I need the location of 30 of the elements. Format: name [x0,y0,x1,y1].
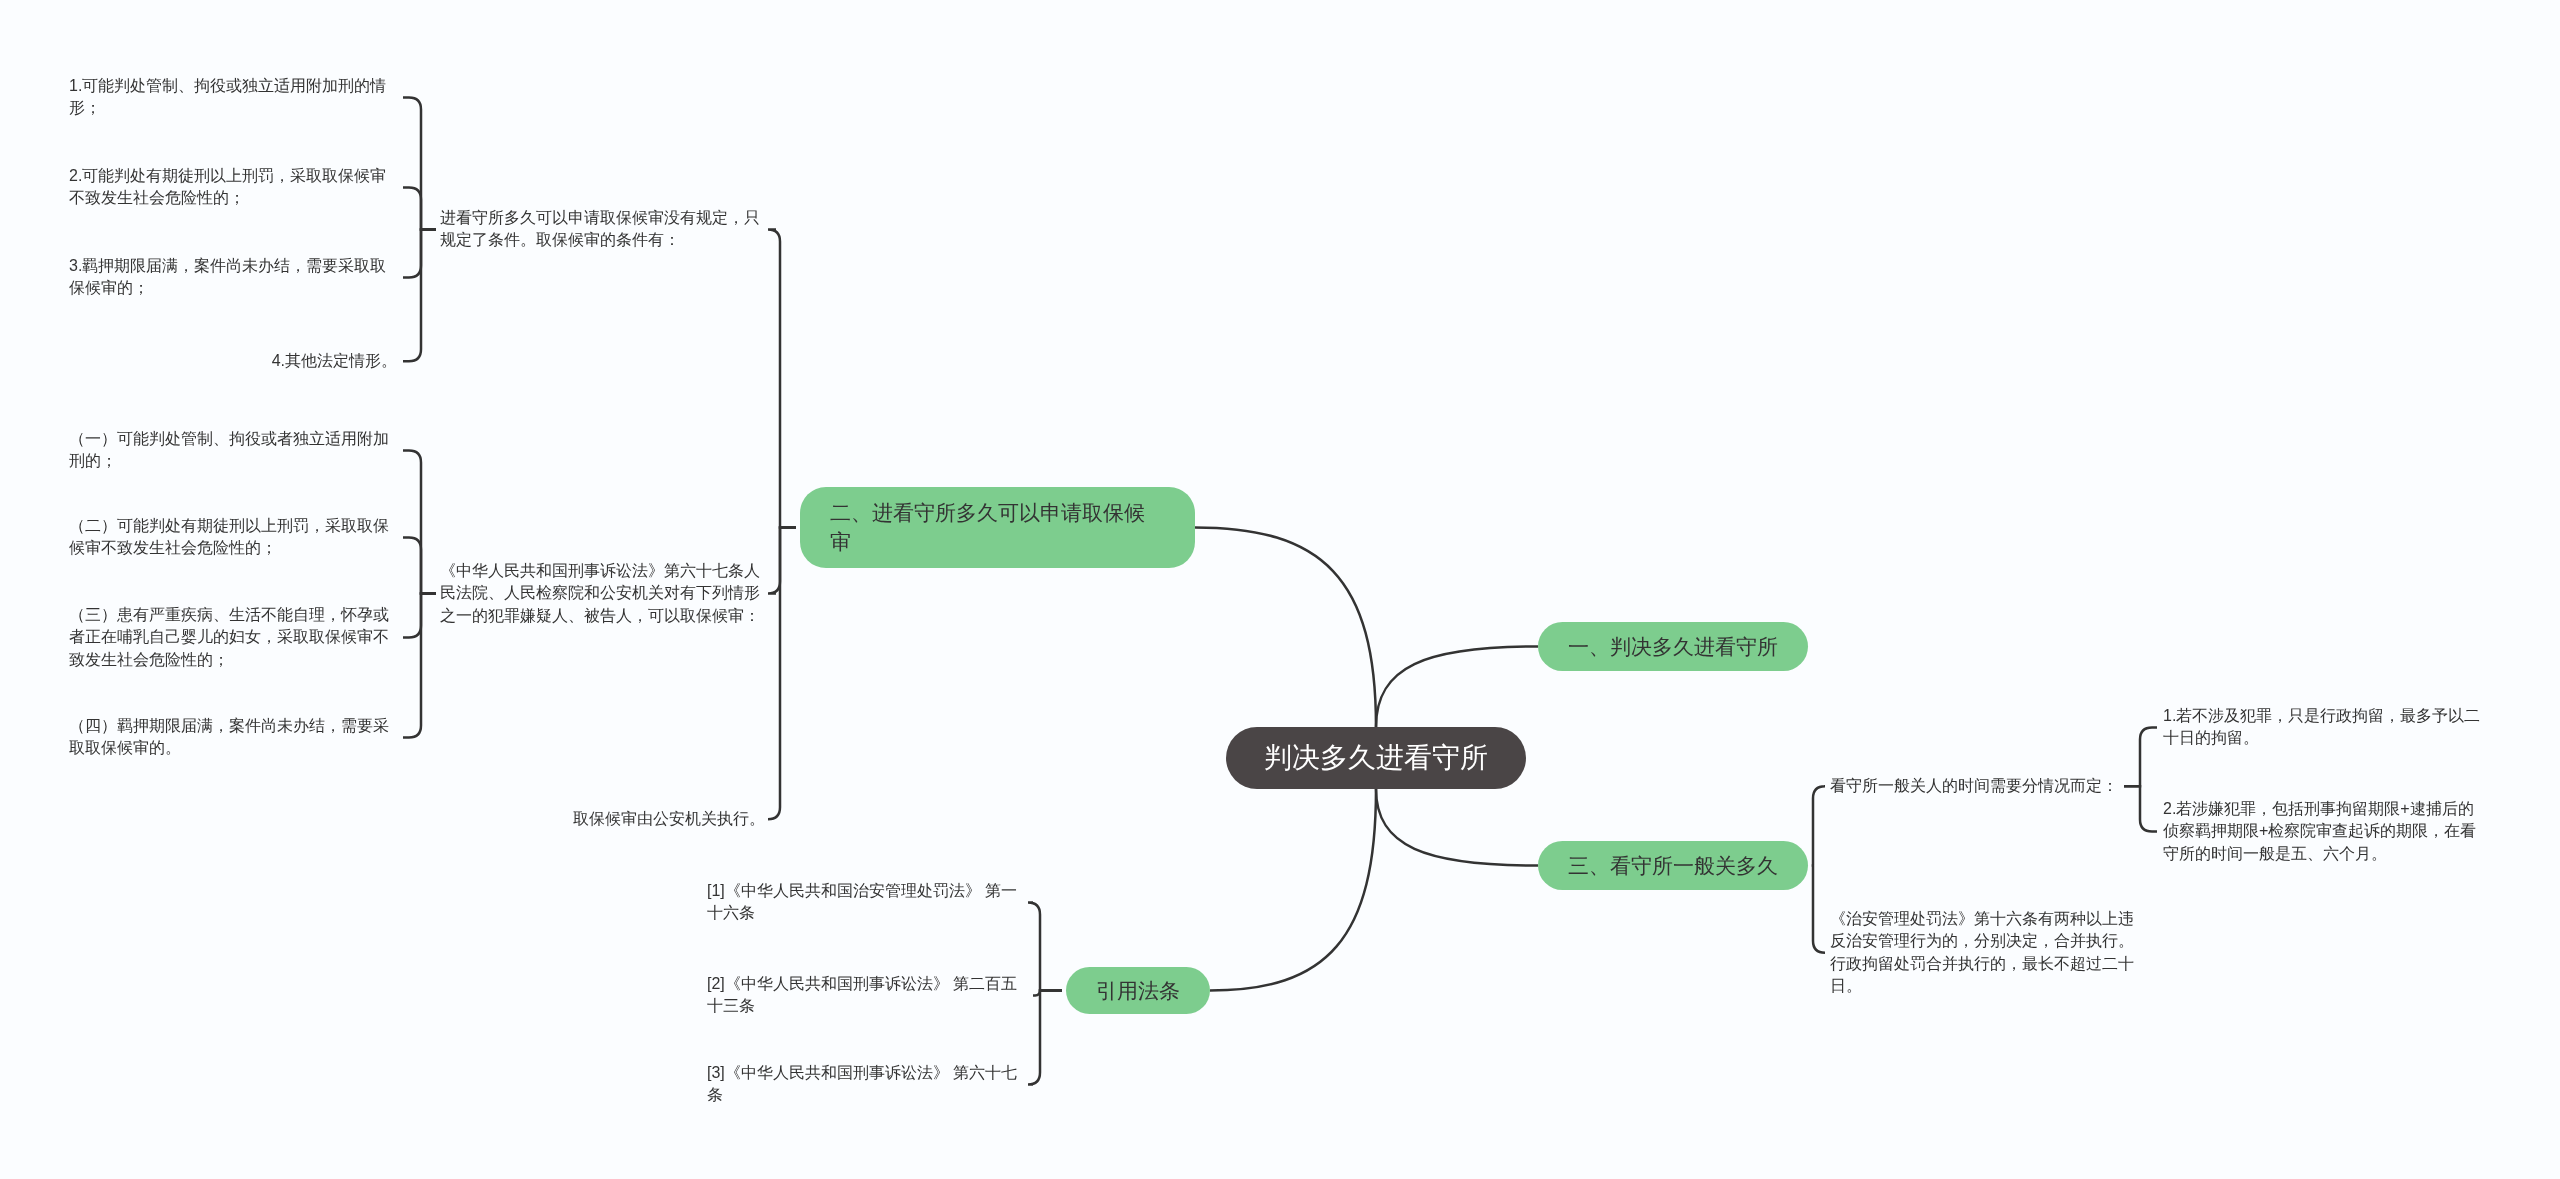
branch-text: 3.羁押期限届满，案件尚未办结，需要采取取保候审的； [69,255,397,300]
topic-box: 一、判决多久进看守所 [1538,622,1808,671]
branch-text: 《中华人民共和国刑事诉讼法》第六十七条人民法院、人民检察院和公安机关对有下列情形之一的犯罪嫌疑人、被告人，可以取保候审： [440,560,770,628]
connector [1026,989,1062,1086]
branch-text: （一）可能判处管制、拘役或者独立适用附加刑的； [69,428,397,473]
connector [1811,784,1827,867]
branch-text: [1]《中华人民共和国治安管理处罚法》 第一十六条 [707,880,1027,925]
branch-text: 1.可能判处管制、拘役或独立适用附加刑的情形； [69,75,397,120]
branch-text: 1.若不涉及犯罪，只是行政拘留，最多予以二十日的拘留。 [2163,705,2488,750]
central-topic: 判决多久进看守所 [1226,727,1526,789]
branch-text: [2]《中华人民共和国刑事诉讼法》 第二百五十三条 [707,973,1027,1018]
branch-text: 取保候审由公安机关执行。 [573,808,765,831]
branch-text: （四）羁押期限届满，案件尚未办结，需要采取取保候审的。 [69,715,397,760]
branch-text: [3]《中华人民共和国刑事诉讼法》 第六十七条 [707,1062,1027,1107]
branch-text: 2.若涉嫌犯罪，包括刑事拘留期限+逮捕后的侦察羁押期限+检察院审查起诉的期限，在看守所的时间一般是五、六个月。 [2163,798,2488,866]
branch-text: 进看守所多久可以申请取保候审没有规定，只规定了条件。取保候审的条件有： [440,207,770,252]
connector [2124,784,2157,833]
connector [766,526,796,821]
connector [1374,645,1539,728]
topic-box: 引用法条 [1066,967,1210,1014]
connector [1209,788,1378,992]
branch-text: 《治安管理处罚法》第十六条有两种以上违反治安管理行为的，分别决定，合并执行。行政拘留处罚合并执行的，最长不超过二十日。 [1830,908,2145,998]
branch-text: 看守所一般关人的时间需要分情况而定： [1830,775,2118,798]
connector [1811,864,1827,955]
branch-text: 4.其他法定情形。 [271,350,397,373]
branch-text: （二）可能判处有期徒刑以上刑罚，采取取保候审不致发生社会危险性的； [69,515,397,560]
topic-box: 二、进看守所多久可以申请取保候审 [800,487,1195,568]
branch-text: （三）患有严重疾病、生活不能自理，怀孕或者正在哺乳自己婴儿的妇女，采取取保候审不致发生社会危险性的； [69,604,397,672]
topic-box: 三、看守所一般关多久 [1538,841,1808,890]
branch-text: 2.可能判处有期徒刑以上刑罚，采取取保候审不致发生社会危险性的； [69,165,397,210]
